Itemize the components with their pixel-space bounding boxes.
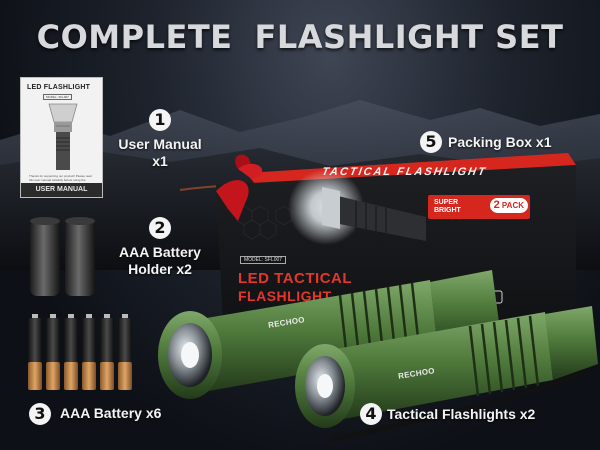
item-label-battery-holder: AAA Battery Holder x2 — [104, 244, 216, 278]
item-number-5: 5 — [420, 131, 442, 153]
item-label-user-manual: User Manual x1 — [108, 136, 212, 170]
manual-cover-title: LED FLASHLIGHT — [27, 84, 91, 91]
title-left: COMPLETE — [36, 18, 233, 56]
box-flashlight-text: FLASHLIGHT — [238, 288, 332, 304]
brand-label-flashlight-2: RECHOO — [397, 366, 436, 381]
packing-box — [216, 153, 576, 346]
page-title: COMPLETE FLASHLIGHT SET — [0, 18, 600, 56]
badge-line1: SUPER — [434, 199, 459, 206]
super-bright-badge: SUPER BRIGHT 2 PACK — [428, 195, 530, 219]
item-1-line2: x1 — [152, 153, 168, 169]
item-1-line1: User Manual — [118, 136, 202, 152]
manual-footer: USER MANUAL — [21, 183, 102, 197]
box-header-text: TACTICAL FLASHLIGHT — [320, 166, 488, 178]
item-2-line2: Holder x2 — [128, 261, 192, 277]
item-number-2: 2 — [149, 217, 171, 239]
badge-pack-number: 2 — [493, 199, 500, 211]
box-model-label: MODEL: SFL007 — [240, 256, 287, 264]
box-led-text: LED TACTICAL — [238, 270, 353, 287]
item-number-3: 3 — [29, 403, 51, 425]
item-number-1: 1 — [149, 109, 171, 131]
item-label-tactical-flashlights: Tactical Flashlights x2 — [387, 406, 536, 422]
item-number-4: 4 — [360, 403, 382, 425]
badge-pack: 2 PACK — [489, 198, 528, 213]
item-label-packing-box: Packing Box x1 — [448, 134, 552, 150]
item-2-line1: AAA Battery — [119, 244, 201, 260]
user-manual-booklet: LED FLASHLIGHT MODEL: SFL007 Thanks for … — [20, 77, 103, 198]
item-label-aaa-battery: AAA Battery x6 — [60, 405, 162, 421]
title-right: FLASHLIGHT SET — [254, 18, 564, 56]
badge-pack-word: PACK — [501, 201, 524, 210]
badge-line2: BRIGHT — [434, 207, 461, 214]
manual-cover-model: MODEL: SFL007 — [43, 94, 72, 100]
manual-flashlight-illustration — [48, 103, 78, 170]
